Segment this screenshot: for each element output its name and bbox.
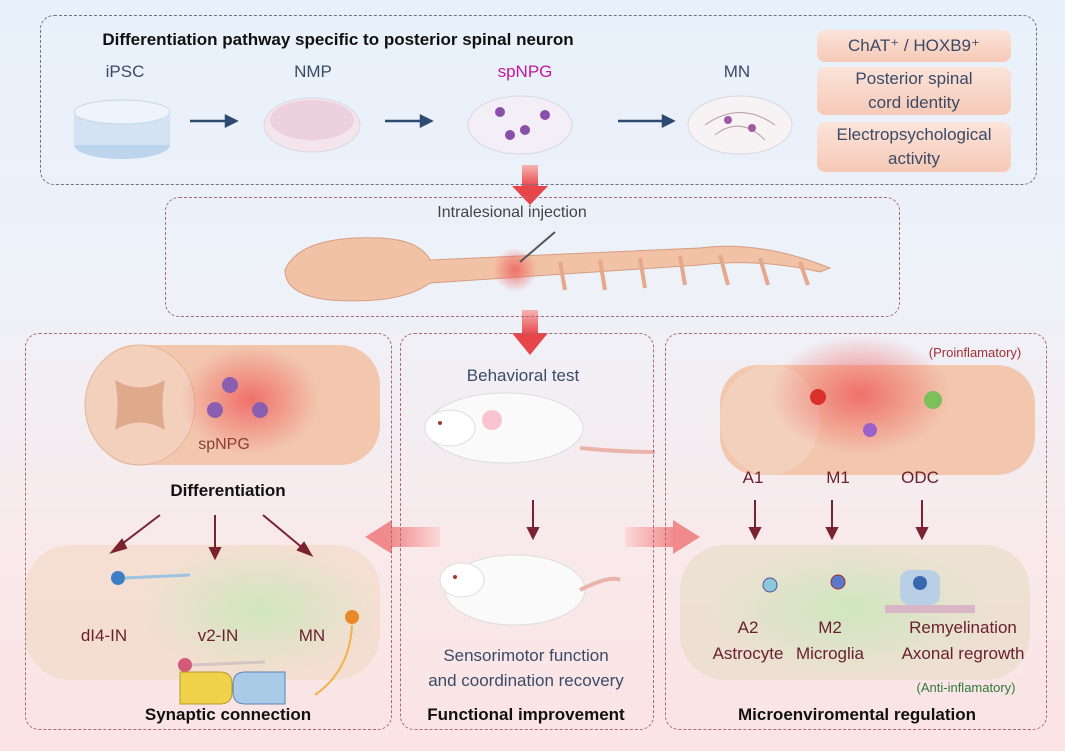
proinflammatory-label: (Proinflamatory)	[928, 345, 1022, 360]
behavioral-test-label: Behavioral test	[466, 366, 580, 385]
spinal-cord-healing-icon	[680, 545, 1030, 680]
cell-microglia: Microglia	[795, 644, 865, 663]
stage-mn: MN	[723, 62, 751, 81]
spinal-cord-inflamed-icon	[720, 335, 1035, 475]
cell-m1: M1	[826, 468, 850, 487]
feature-line: cord identity	[868, 93, 960, 112]
axonal-regrowth-label: Axonal regrowth	[901, 644, 1025, 663]
outcome-line2: and coordination recovery	[428, 671, 624, 690]
dish-mn-icon	[687, 95, 793, 155]
dish-spnpg-icon	[467, 95, 573, 155]
rat-injured-icon	[424, 392, 656, 464]
microenvironmental-regulation-label: Microenviromental regulation	[737, 705, 977, 724]
spnpg-label: spNPG	[198, 436, 250, 453]
neuron-di4-in: dI4-IN	[80, 626, 128, 645]
feature-line: ChAT⁺ / HOXB9⁺	[848, 36, 980, 55]
pathway-arrows	[190, 113, 676, 129]
recovery-arrow	[526, 500, 540, 541]
feature-line: Posterior spinal	[855, 69, 973, 88]
stage-nmp: NMP	[294, 62, 332, 81]
injection-panel	[165, 197, 900, 317]
feature-line: activity	[888, 149, 940, 168]
stage-ipsc: iPSC	[105, 62, 145, 81]
spinal-cord-regenerated-icon	[25, 545, 380, 705]
synaptic-connection-label: Synaptic connection	[144, 705, 312, 724]
neuron-mn: MN	[298, 626, 326, 645]
anti-inflammatory-label: (Anti-inflamatory)	[916, 680, 1016, 695]
dish-ipsc-icon	[73, 99, 171, 159]
dish-nmp-icon	[263, 97, 361, 153]
cell-m2: M2	[818, 618, 842, 637]
rat-recovered-icon	[439, 554, 621, 626]
left-panel	[25, 333, 392, 730]
feature-electrophysiology: Electropsychological activity	[817, 122, 1011, 172]
pathway-title: Differentiation pathway specific to post…	[102, 30, 574, 49]
outcome-line1: Sensorimotor function	[443, 646, 609, 665]
brain-spine-icon	[284, 231, 832, 302]
feature-chat-hoxb9: ChAT⁺ / HOXB9⁺	[817, 30, 1011, 62]
spinal-cord-injury-icon	[84, 344, 380, 466]
remyelination-label: Remyelination	[909, 618, 1017, 637]
right-panel	[665, 333, 1047, 730]
cell-astrocyte: Astrocyte	[712, 644, 784, 663]
arrow-right-icon	[625, 520, 700, 554]
differentiation-arrows	[109, 514, 314, 561]
feature-line: Electropsychological	[836, 125, 992, 144]
red-arrow-down-1	[512, 165, 548, 205]
injection-label: Intralesional injection	[437, 204, 587, 221]
middle-panel	[400, 333, 654, 730]
neuron-v2-in: v2-IN	[197, 626, 239, 645]
cell-a2: A2	[737, 618, 759, 637]
differentiation-heading: Differentiation	[170, 481, 286, 500]
pathway-panel	[40, 15, 1037, 185]
functional-improvement-label: Functional improvement	[427, 705, 625, 724]
cell-odc: ODC	[901, 468, 939, 487]
stage-spnpg: spNPG	[497, 62, 553, 81]
cell-a1: A1	[742, 468, 764, 487]
arrow-left-icon	[365, 520, 440, 554]
feature-posterior-identity: Posterior spinal cord identity	[817, 67, 1011, 115]
regulation-arrows	[748, 500, 929, 541]
